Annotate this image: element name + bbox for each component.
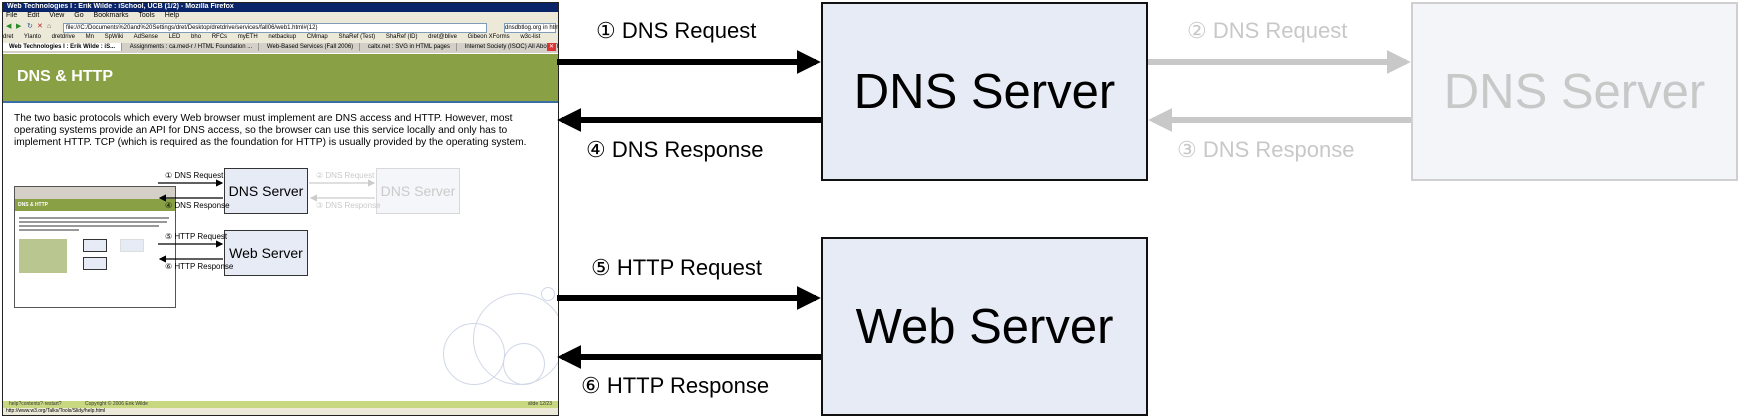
tab-svg-in-html[interactable]: caltx.net : SVG in HTML pages	[362, 43, 458, 51]
slide-thumbnail: DNS & HTTP	[14, 186, 176, 308]
label-http-response: ⑥ HTTP Response	[581, 373, 770, 398]
small-label-dns-response: ④ DNS Response	[165, 201, 230, 210]
tab-assignments[interactable]: Assignments : ca.med-r / HTML Foundation…	[124, 43, 260, 51]
bookmark-item[interactable]: dretdrive	[51, 34, 75, 40]
thumbnail-text-line	[19, 221, 167, 223]
bookmark-item[interactable]: Gibeon XForms	[467, 34, 510, 40]
browser-tab-strip: Web Technologies I : Erik Wilde : iS... …	[3, 43, 558, 53]
thumbnail-nested-screenshot	[19, 239, 67, 273]
bookmark-item[interactable]: Mn	[85, 34, 94, 40]
bookmarks-toolbar: dret Ylanto dretdrive Mn SpWiki AdSense …	[3, 33, 558, 43]
menu-view[interactable]: View	[49, 12, 65, 19]
thumbnail-dns-box-faded	[120, 239, 144, 252]
back-icon[interactable]: ◀	[6, 23, 12, 30]
slide-divider	[3, 101, 558, 103]
small-dns-server-box: DNS Server	[224, 168, 308, 214]
bookmark-item[interactable]: SpWiki	[104, 34, 124, 40]
footer-slide-counter: slide 12/23	[527, 401, 552, 407]
bookmark-item[interactable]: CMmap	[306, 34, 328, 40]
slide-footer: help?contents?·restart? Copyright © 2006…	[3, 401, 558, 408]
tab-web-based-services[interactable]: Web-Based Services (Fall 2006)	[261, 43, 361, 51]
small-diagram-arrows	[158, 179, 376, 263]
label-dns-request-2: ② DNS Request	[1187, 18, 1348, 43]
decorative-circle	[503, 343, 545, 385]
small-web-server-box: Web Server	[224, 230, 308, 276]
forward-icon[interactable]: ▶	[16, 23, 22, 30]
bookmark-item[interactable]: w3c-list	[520, 34, 541, 40]
menu-help[interactable]: Help	[164, 12, 180, 19]
thumbnail-text-line	[19, 229, 79, 231]
bookmark-item[interactable]: dret@blive	[428, 34, 457, 40]
thumbnail-dns-box	[83, 239, 107, 252]
label-dns-request: ① DNS Request	[596, 18, 757, 43]
url-input[interactable]: file:///C:/Documents%20and%20Settings/dr…	[63, 23, 487, 33]
bookmark-item[interactable]: netbackup	[268, 34, 297, 40]
slide-title: DNS & HTTP	[17, 68, 113, 85]
small-label-dns-response-2: ③ DNS Response	[316, 201, 381, 210]
tab-web-technologies[interactable]: Web Technologies I : Erik Wilde : iS...	[3, 43, 123, 51]
label-dns-response-2: ③ DNS Response	[1177, 137, 1355, 162]
home-icon[interactable]: ⌂	[47, 23, 52, 30]
small-dns-server-box-faded: DNS Server	[376, 168, 460, 214]
bookmark-item[interactable]: ShaRef (ID)	[385, 34, 418, 40]
tab-internet-society[interactable]: Internet Society (ISOC) All About The In…	[459, 43, 558, 51]
label-dns-response: ④ DNS Response	[586, 137, 764, 162]
thumbnail-toolbar	[15, 187, 175, 199]
slide-body-text: The two basic protocols which every Web …	[14, 113, 527, 148]
small-label-http-request: ⑤ HTTP Request	[165, 232, 228, 241]
browser-nav-bar: ◀ ▶ ↻ ✕ ⌂ file:///C:/Documents%20and%20S…	[3, 22, 558, 33]
menu-bookmarks[interactable]: Bookmarks	[93, 12, 129, 19]
menu-go[interactable]: Go	[74, 12, 84, 19]
bookmark-item[interactable]: RFCs	[211, 34, 228, 40]
bookmark-item[interactable]: Ylanto	[23, 34, 41, 40]
footer-copyright: Copyright © 2006 Erik Wilde	[85, 401, 148, 407]
browser-menu-bar: File Edit View Go Bookmarks Tools Help	[3, 12, 558, 22]
thumbnail-web-box	[83, 257, 107, 270]
close-tab-icon[interactable]: ✕	[546, 43, 556, 51]
small-label-http-response: ⑥ HTTP Response	[165, 262, 234, 271]
dns-server-box-faded: DNS Server	[1411, 2, 1738, 181]
menu-edit[interactable]: Edit	[27, 12, 40, 19]
thumbnail-text-line	[19, 225, 159, 227]
bookmark-item[interactable]: ShaRef (Test)	[338, 34, 376, 40]
menu-file[interactable]: File	[6, 12, 18, 19]
label-http-request: ⑤ HTTP Request	[591, 255, 762, 280]
bookmark-item[interactable]: LED	[168, 34, 181, 40]
small-label-dns-request: ① DNS Request	[165, 171, 224, 180]
decorative-circle	[541, 287, 555, 301]
bookmark-item[interactable]: myETH	[237, 34, 258, 40]
bookmark-item[interactable]: bho	[191, 34, 202, 40]
menu-tools[interactable]: Tools	[138, 12, 155, 19]
browser-status-bar: http://www.w3.org/Talks/Tools/Slidy/help…	[3, 408, 558, 415]
search-input[interactable]: dnsdbtlog.org in html	[504, 23, 558, 33]
browser-screenshot: Web Technologies I : Erik Wilde : iSchoo…	[2, 2, 559, 416]
thumbnail-text-line	[19, 217, 169, 219]
footer-help-links[interactable]: help?contents?·restart?	[9, 401, 62, 407]
bookmark-item[interactable]: AdSense	[133, 34, 158, 40]
small-label-dns-request-2: ② DNS Request	[316, 171, 375, 180]
reload-icon[interactable]: ↻	[27, 23, 33, 30]
thumbnail-header: DNS & HTTP	[15, 199, 175, 211]
dns-server-box: DNS Server	[821, 2, 1148, 181]
browser-title-bar: Web Technologies I : Erik Wilde : iSchoo…	[3, 3, 558, 12]
slide-header: DNS & HTTP	[3, 54, 558, 101]
stop-icon[interactable]: ✕	[37, 23, 43, 30]
web-server-box: Web Server	[821, 237, 1148, 416]
bookmark-item[interactable]: dret	[3, 34, 14, 40]
